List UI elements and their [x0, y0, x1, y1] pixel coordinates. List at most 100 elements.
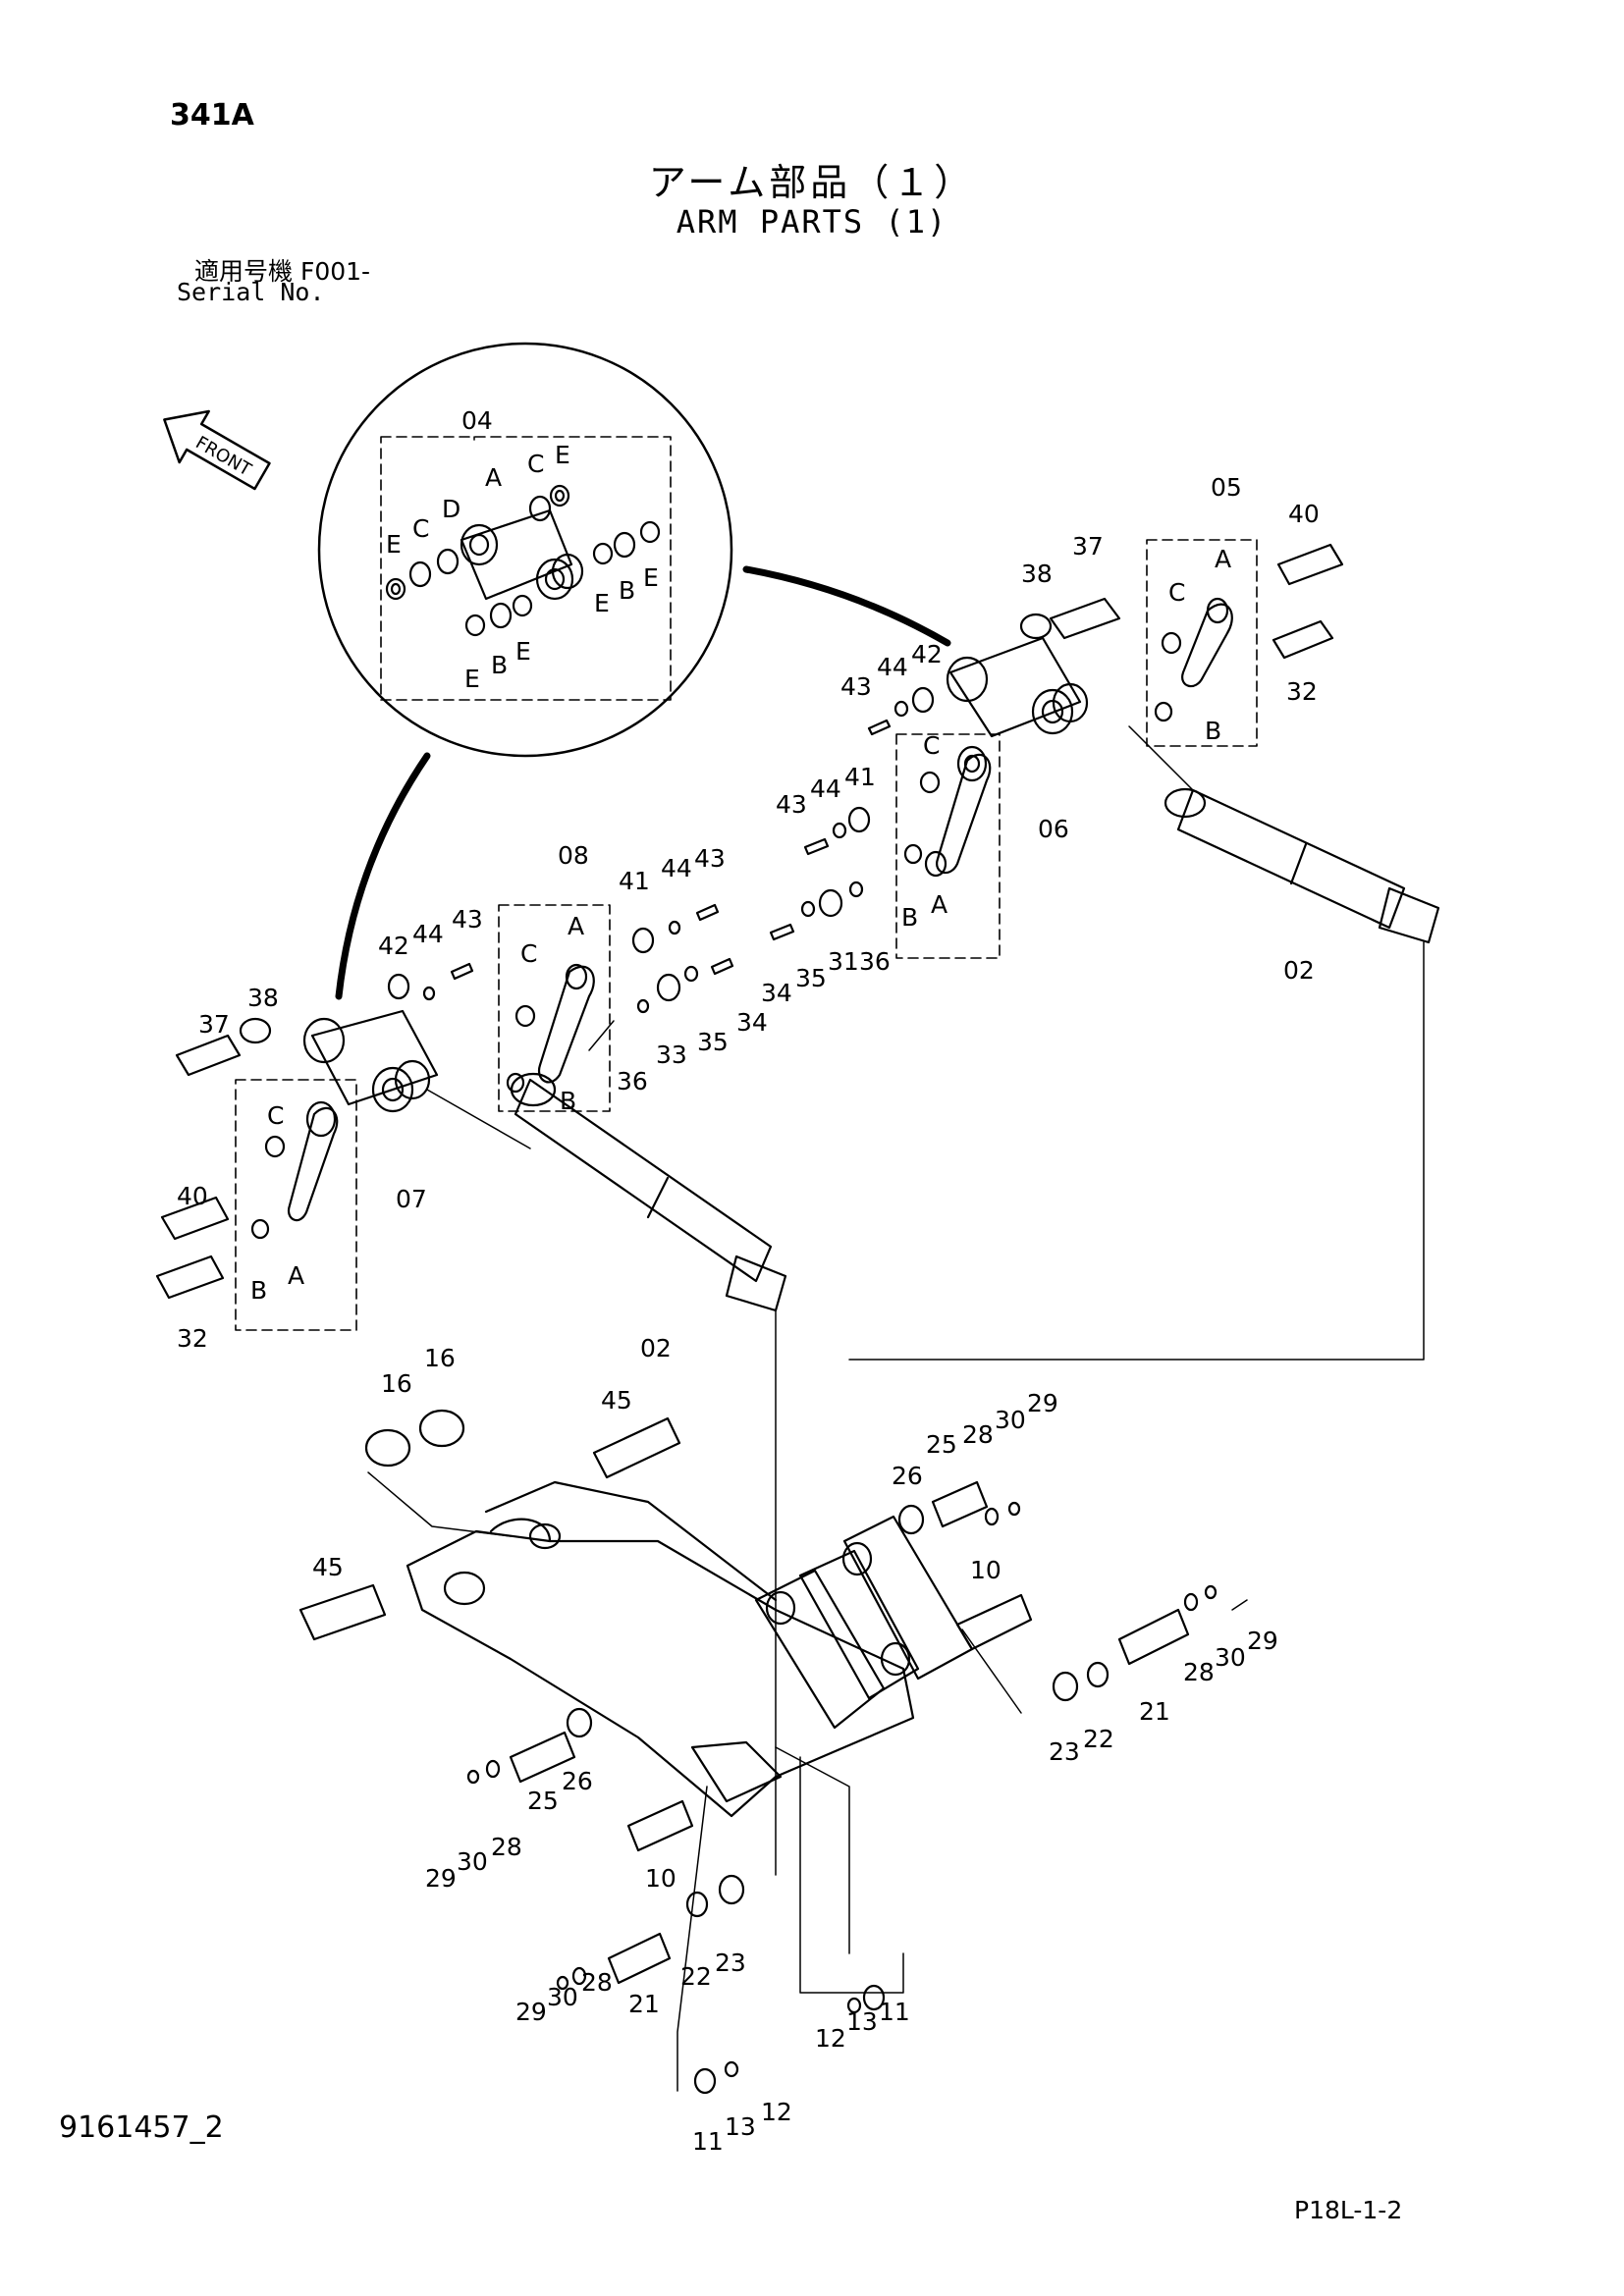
title-english: ARM PARTS (1)	[676, 203, 948, 240]
callout-label: C	[267, 1101, 284, 1130]
callout-label: 08	[558, 841, 589, 870]
detail-view-04: 04 A C E C D E E B E E B E	[317, 342, 951, 1000]
callout-label: 38	[247, 984, 279, 1012]
callout-label: 45	[601, 1386, 632, 1415]
title-japanese: アーム部品（１）	[648, 161, 976, 204]
callout-label: 37	[1072, 532, 1104, 561]
callout-label: 16	[381, 1369, 412, 1398]
callout-label: 38	[1021, 560, 1053, 588]
callout-label: 45	[312, 1553, 344, 1581]
callout-label: 44	[810, 774, 841, 803]
document-number: 9161457_2	[59, 2110, 224, 2145]
callout-label: 06	[1038, 815, 1069, 843]
left-link-assembly: 37 38 40 C 07 B A 32 02	[155, 962, 787, 1876]
callout-label: 36	[859, 947, 891, 976]
arm-body-assembly: 16 16 45 45 26 25 28 30 29 10 29 28 30 2…	[298, 1344, 1278, 2156]
callout-label: E	[515, 637, 531, 666]
callout-label: 32	[177, 1324, 208, 1353]
callout-label: 11	[692, 2127, 724, 2156]
callout-label: 31	[828, 947, 859, 976]
callout-label: 23	[1049, 1737, 1080, 1766]
callout-label: 28	[581, 1968, 613, 1997]
callout-label: B	[619, 576, 635, 605]
callout-label: 13	[725, 2112, 756, 2141]
callout-label: 44	[661, 854, 692, 882]
callout-label: 23	[715, 1949, 746, 1977]
callout-label: A	[931, 890, 947, 919]
callout-label: 12	[815, 2024, 846, 2053]
middle-link-assembly: 08 A C 41 44 43 B 42 44 43 36 33 35 34 3…	[378, 841, 891, 1115]
callout-label: 26	[562, 1767, 593, 1795]
callout-label: 43	[452, 905, 483, 934]
callout-label: 05	[1211, 473, 1242, 502]
callout-label: 10	[645, 1864, 677, 1893]
callout-label: A	[288, 1261, 304, 1290]
callout-label: 41	[844, 763, 876, 791]
callout-label: 43	[694, 844, 726, 873]
callout-label: 30	[547, 1983, 578, 2011]
callout-label: C	[412, 514, 429, 543]
callout-label: 07	[396, 1185, 427, 1213]
callout-label: E	[386, 530, 402, 559]
callout-label: C	[923, 731, 940, 760]
callout-label: 28	[491, 1833, 522, 1861]
callout-label: 21	[628, 1990, 660, 2018]
callout-label: E	[464, 665, 480, 693]
callout-label: 28	[1183, 1658, 1215, 1686]
callout-label: 16	[424, 1344, 456, 1372]
callout-label: 25	[527, 1787, 559, 1815]
callout-label: 44	[877, 653, 908, 681]
callout-label: 21	[1139, 1697, 1170, 1726]
callout-label: C	[527, 450, 544, 478]
callout-label: A	[568, 912, 584, 940]
callout-label: 36	[617, 1067, 648, 1095]
callout-label: E	[594, 589, 610, 617]
callout-label: 35	[795, 964, 827, 992]
page-reference: P18L-1-2	[1294, 2196, 1403, 2224]
callout-label: B	[1205, 717, 1221, 745]
serial-label-english: Serial No.	[177, 278, 325, 306]
callout-label: 43	[776, 790, 807, 819]
callout-label: B	[250, 1276, 267, 1305]
callout-label: 02	[640, 1334, 672, 1362]
front-arrow-icon: FRONT	[163, 409, 271, 491]
callout-label: 34	[761, 979, 792, 1007]
callout-label: 30	[457, 1847, 488, 1876]
callout-label: 11	[879, 1998, 910, 2026]
callout-label: B	[901, 903, 918, 932]
callout-label: A	[485, 463, 502, 492]
callout-label: 30	[1215, 1643, 1246, 1672]
callout-label: 34	[736, 1008, 768, 1037]
callout-label: 37	[198, 1010, 230, 1039]
callout-label: 33	[656, 1041, 687, 1069]
callout-label: 42	[911, 640, 943, 668]
page-code: 341A	[170, 98, 254, 133]
callout-label: 29	[515, 1998, 547, 2026]
callout-label: 30	[995, 1406, 1026, 1434]
callout-label: 40	[1288, 500, 1320, 528]
callout-label: 29	[1027, 1389, 1058, 1417]
callout-label: 29	[1247, 1627, 1278, 1655]
callout-label: 44	[412, 920, 444, 948]
callout-label: 10	[970, 1556, 1001, 1584]
callout-label: 35	[697, 1028, 729, 1056]
callout-label: E	[555, 441, 570, 469]
callout-label: D	[442, 495, 460, 523]
callout-label: 13	[846, 2007, 878, 2036]
callout-label: 12	[761, 2098, 792, 2126]
callout-label: 04	[461, 406, 493, 435]
callout-label: 25	[926, 1430, 957, 1459]
serial-label-japanese: 適用号機 F001-	[194, 257, 371, 286]
callout-label: 32	[1286, 677, 1318, 706]
callout-label: E	[643, 563, 659, 592]
callout-label: 40	[177, 1182, 208, 1210]
callout-label: 26	[892, 1462, 923, 1490]
callout-label: 22	[680, 1962, 712, 1991]
callout-label: 29	[425, 1864, 457, 1893]
callout-label: C	[520, 939, 537, 968]
callout-label: 41	[619, 867, 650, 895]
right-link-assembly: 05 40 A 37 38 C 32 B 43 44 42 C 43 44 41…	[769, 473, 1440, 1361]
callout-label: B	[491, 651, 508, 679]
callout-label: 22	[1083, 1725, 1114, 1753]
